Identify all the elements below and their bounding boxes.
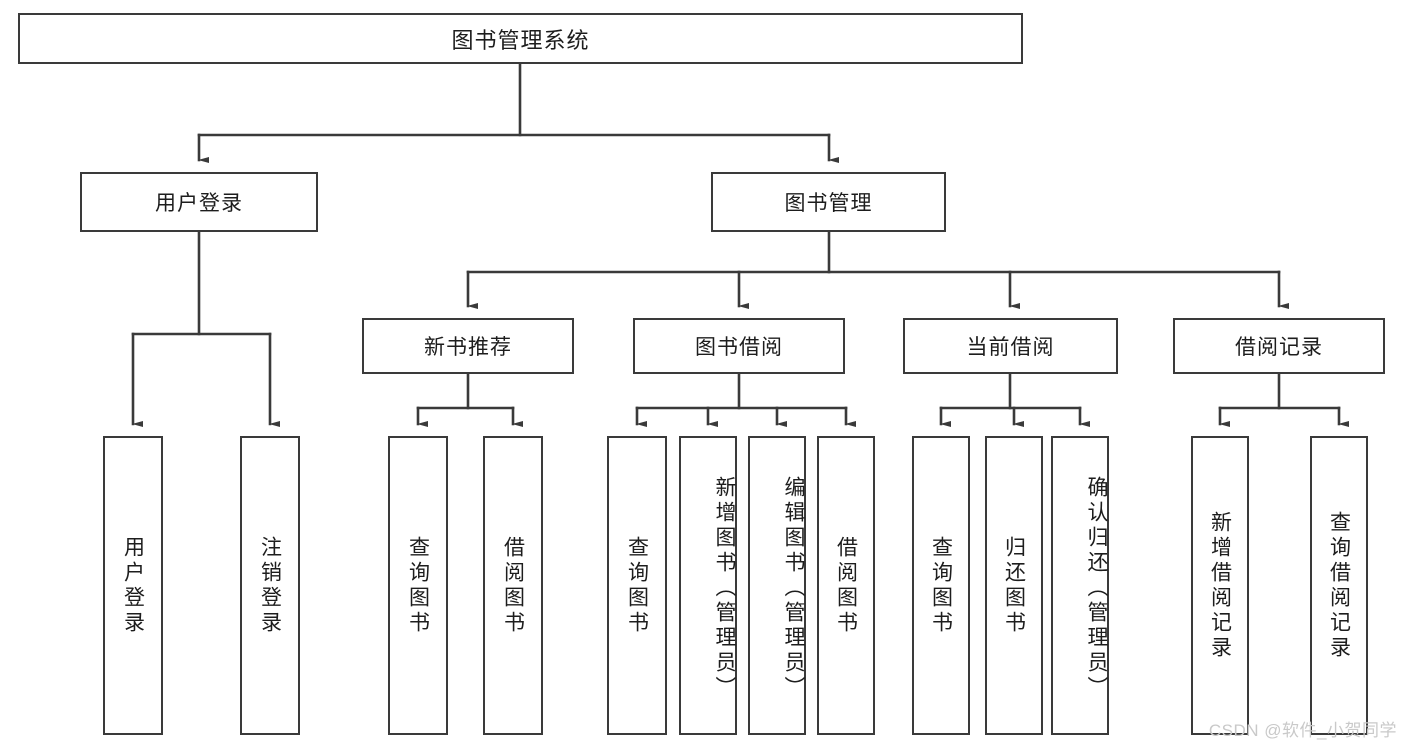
node-level2-0[interactable]: 新书推荐 [362, 318, 574, 374]
node-leaf-1[interactable]: 注销登录 [240, 436, 300, 735]
node-leaf-3[interactable]: 借阅图书 [483, 436, 543, 735]
node-level2-3[interactable]: 借阅记录 [1173, 318, 1385, 374]
node-leaf-6[interactable]: 编辑图书（管理员） [748, 436, 806, 735]
node-root-图书管理系统[interactable]: 图书管理系统 [18, 13, 1023, 64]
node-leaf-2[interactable]: 查询图书 [388, 436, 448, 735]
watermark-text: CSDN @软件_小贺同学 [1208, 721, 1397, 740]
node-leaf-0[interactable]: 用户登录 [103, 436, 163, 735]
node-level1-0[interactable]: 用户登录 [80, 172, 318, 232]
node-leaf-9[interactable]: 归还图书 [985, 436, 1043, 735]
node-level2-1[interactable]: 图书借阅 [633, 318, 845, 374]
node-leaf-12[interactable]: 查询借阅记录 [1310, 436, 1368, 735]
node-leaf-11[interactable]: 新增借阅记录 [1191, 436, 1249, 735]
node-leaf-10[interactable]: 确认归还（管理员） [1051, 436, 1109, 735]
node-leaf-5[interactable]: 新增图书（管理员） [679, 436, 737, 735]
node-level2-2[interactable]: 当前借阅 [903, 318, 1118, 374]
node-leaf-7[interactable]: 借阅图书 [817, 436, 875, 735]
node-level1-1[interactable]: 图书管理 [711, 172, 946, 232]
node-leaf-4[interactable]: 查询图书 [607, 436, 667, 735]
node-leaf-8[interactable]: 查询图书 [912, 436, 970, 735]
